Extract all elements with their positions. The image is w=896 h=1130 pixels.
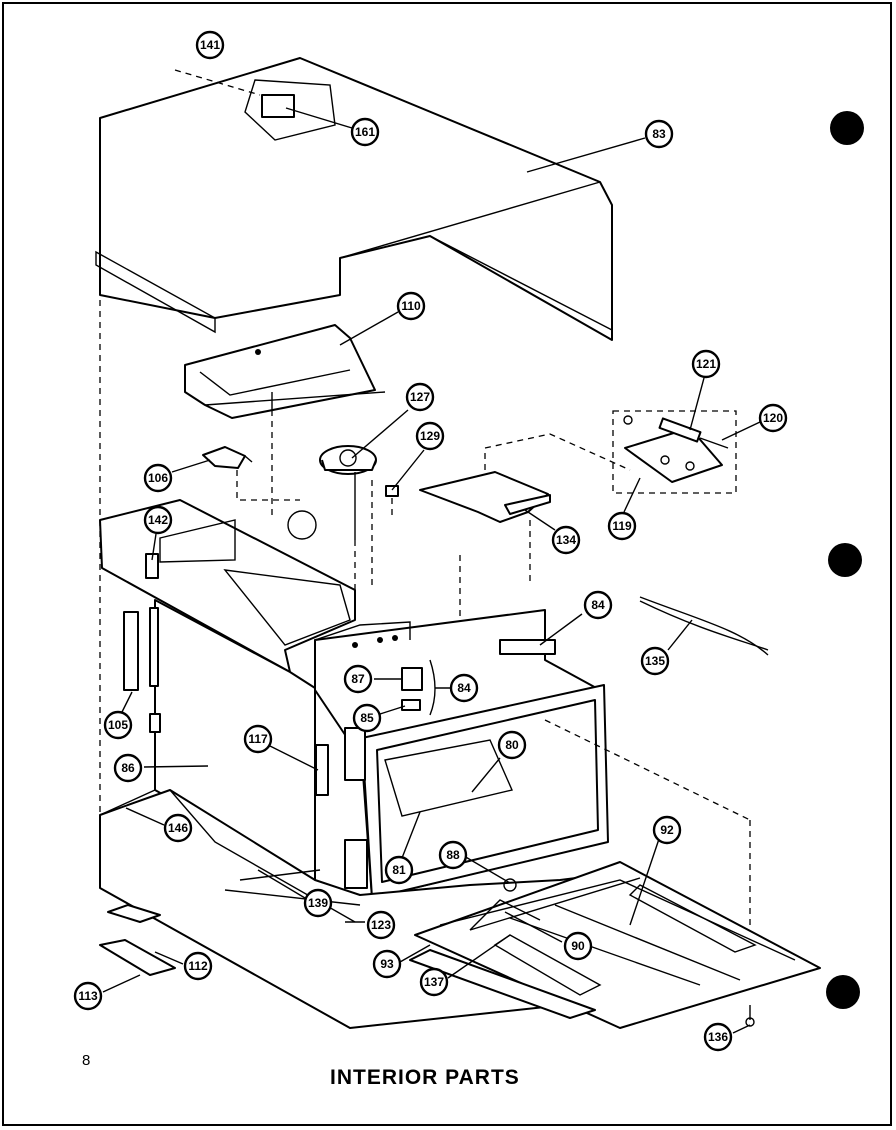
grommet	[385, 485, 399, 520]
callout-label: 80	[505, 738, 519, 752]
callout-label: 121	[696, 357, 716, 371]
callout-label: 90	[571, 939, 585, 953]
callout-label: 142	[148, 513, 168, 527]
callout-84: 84	[583, 590, 613, 620]
callout-117: 117	[243, 724, 273, 754]
callout-120: 120	[758, 403, 788, 433]
callout-142: 142	[143, 505, 173, 535]
callout-label: 81	[392, 863, 406, 877]
tray-assembly	[409, 861, 821, 1029]
fan-motor	[319, 445, 377, 590]
callout-label: 161	[355, 125, 375, 139]
callout-label: 120	[763, 411, 783, 425]
page-title: INTERIOR PARTS	[330, 1066, 520, 1089]
callout-84: 84	[449, 673, 479, 703]
callout-label: 106	[148, 471, 168, 485]
registration-dot	[828, 543, 862, 577]
leader-lines	[102, 107, 761, 1034]
outer-cabinet-cover	[95, 57, 613, 820]
registration-dot	[830, 111, 864, 145]
callout-161: 161	[350, 117, 380, 147]
callout-label: 129	[420, 429, 440, 443]
callout-123: 123	[366, 910, 396, 940]
board-bracket	[419, 433, 631, 625]
callout-label: 87	[351, 672, 365, 686]
callout-label: 139	[308, 896, 328, 910]
callout-90: 90	[563, 931, 593, 961]
callout-134: 134	[551, 525, 581, 555]
interlock-switch-group	[401, 659, 436, 716]
callout-112: 112	[183, 951, 213, 981]
callout-label: 84	[457, 681, 471, 695]
callout-139: 139	[303, 888, 333, 918]
callout-label: 136	[708, 1030, 728, 1044]
callout-label: 83	[652, 127, 666, 141]
callout-label: 88	[446, 848, 460, 862]
callout-label: 135	[645, 654, 665, 668]
callout-135: 135	[640, 646, 670, 676]
oven-cavity-frame	[314, 609, 751, 930]
callout-105: 105	[103, 710, 133, 740]
callout-141: 141	[195, 30, 225, 60]
callout-label: 105	[108, 718, 128, 732]
callout-label: 146	[168, 821, 188, 835]
callout-81: 81	[384, 855, 414, 885]
power-cord	[639, 596, 769, 656]
callout-85: 85	[352, 703, 382, 733]
callout-label: 119	[612, 519, 632, 533]
callout-label: 110	[401, 299, 421, 313]
callout-121: 121	[691, 349, 721, 379]
callout-86: 86	[113, 753, 143, 783]
callout-label: 123	[371, 918, 391, 932]
callout-110: 110	[396, 291, 426, 321]
callout-137: 137	[419, 967, 449, 997]
callout-129: 129	[415, 421, 445, 451]
callout-87: 87	[343, 664, 373, 694]
callout-label: 134	[556, 533, 576, 547]
relay-board-assembly	[612, 410, 737, 494]
callout-83: 83	[644, 119, 674, 149]
callout-label: 84	[591, 598, 605, 612]
callout-label: 117	[248, 732, 268, 746]
callout-label: 141	[200, 38, 220, 52]
callout-label: 137	[424, 975, 444, 989]
callout-label: 93	[380, 957, 394, 971]
fan-shroud	[184, 324, 386, 520]
callout-127: 127	[405, 382, 435, 412]
callout-label: 113	[78, 989, 98, 1003]
callout-80: 80	[497, 730, 527, 760]
callout-92: 92	[652, 815, 682, 845]
registration-dot	[826, 975, 860, 1009]
callout-88: 88	[438, 840, 468, 870]
callout-93: 93	[372, 949, 402, 979]
callout-106: 106	[143, 463, 173, 493]
feet	[99, 904, 176, 976]
callout-label: 85	[360, 711, 374, 725]
callout-119: 119	[607, 511, 637, 541]
callout-label: 86	[121, 761, 135, 775]
thermal-cutout	[202, 446, 300, 501]
callout-label: 112	[188, 959, 208, 973]
callout-136: 136	[703, 1022, 733, 1052]
page-number: 8	[82, 1052, 91, 1069]
callout-146: 146	[163, 813, 193, 843]
callout-label: 92	[660, 823, 674, 837]
callout-113: 113	[73, 981, 103, 1011]
callout-label: 127	[410, 390, 430, 404]
hinge	[315, 727, 368, 889]
